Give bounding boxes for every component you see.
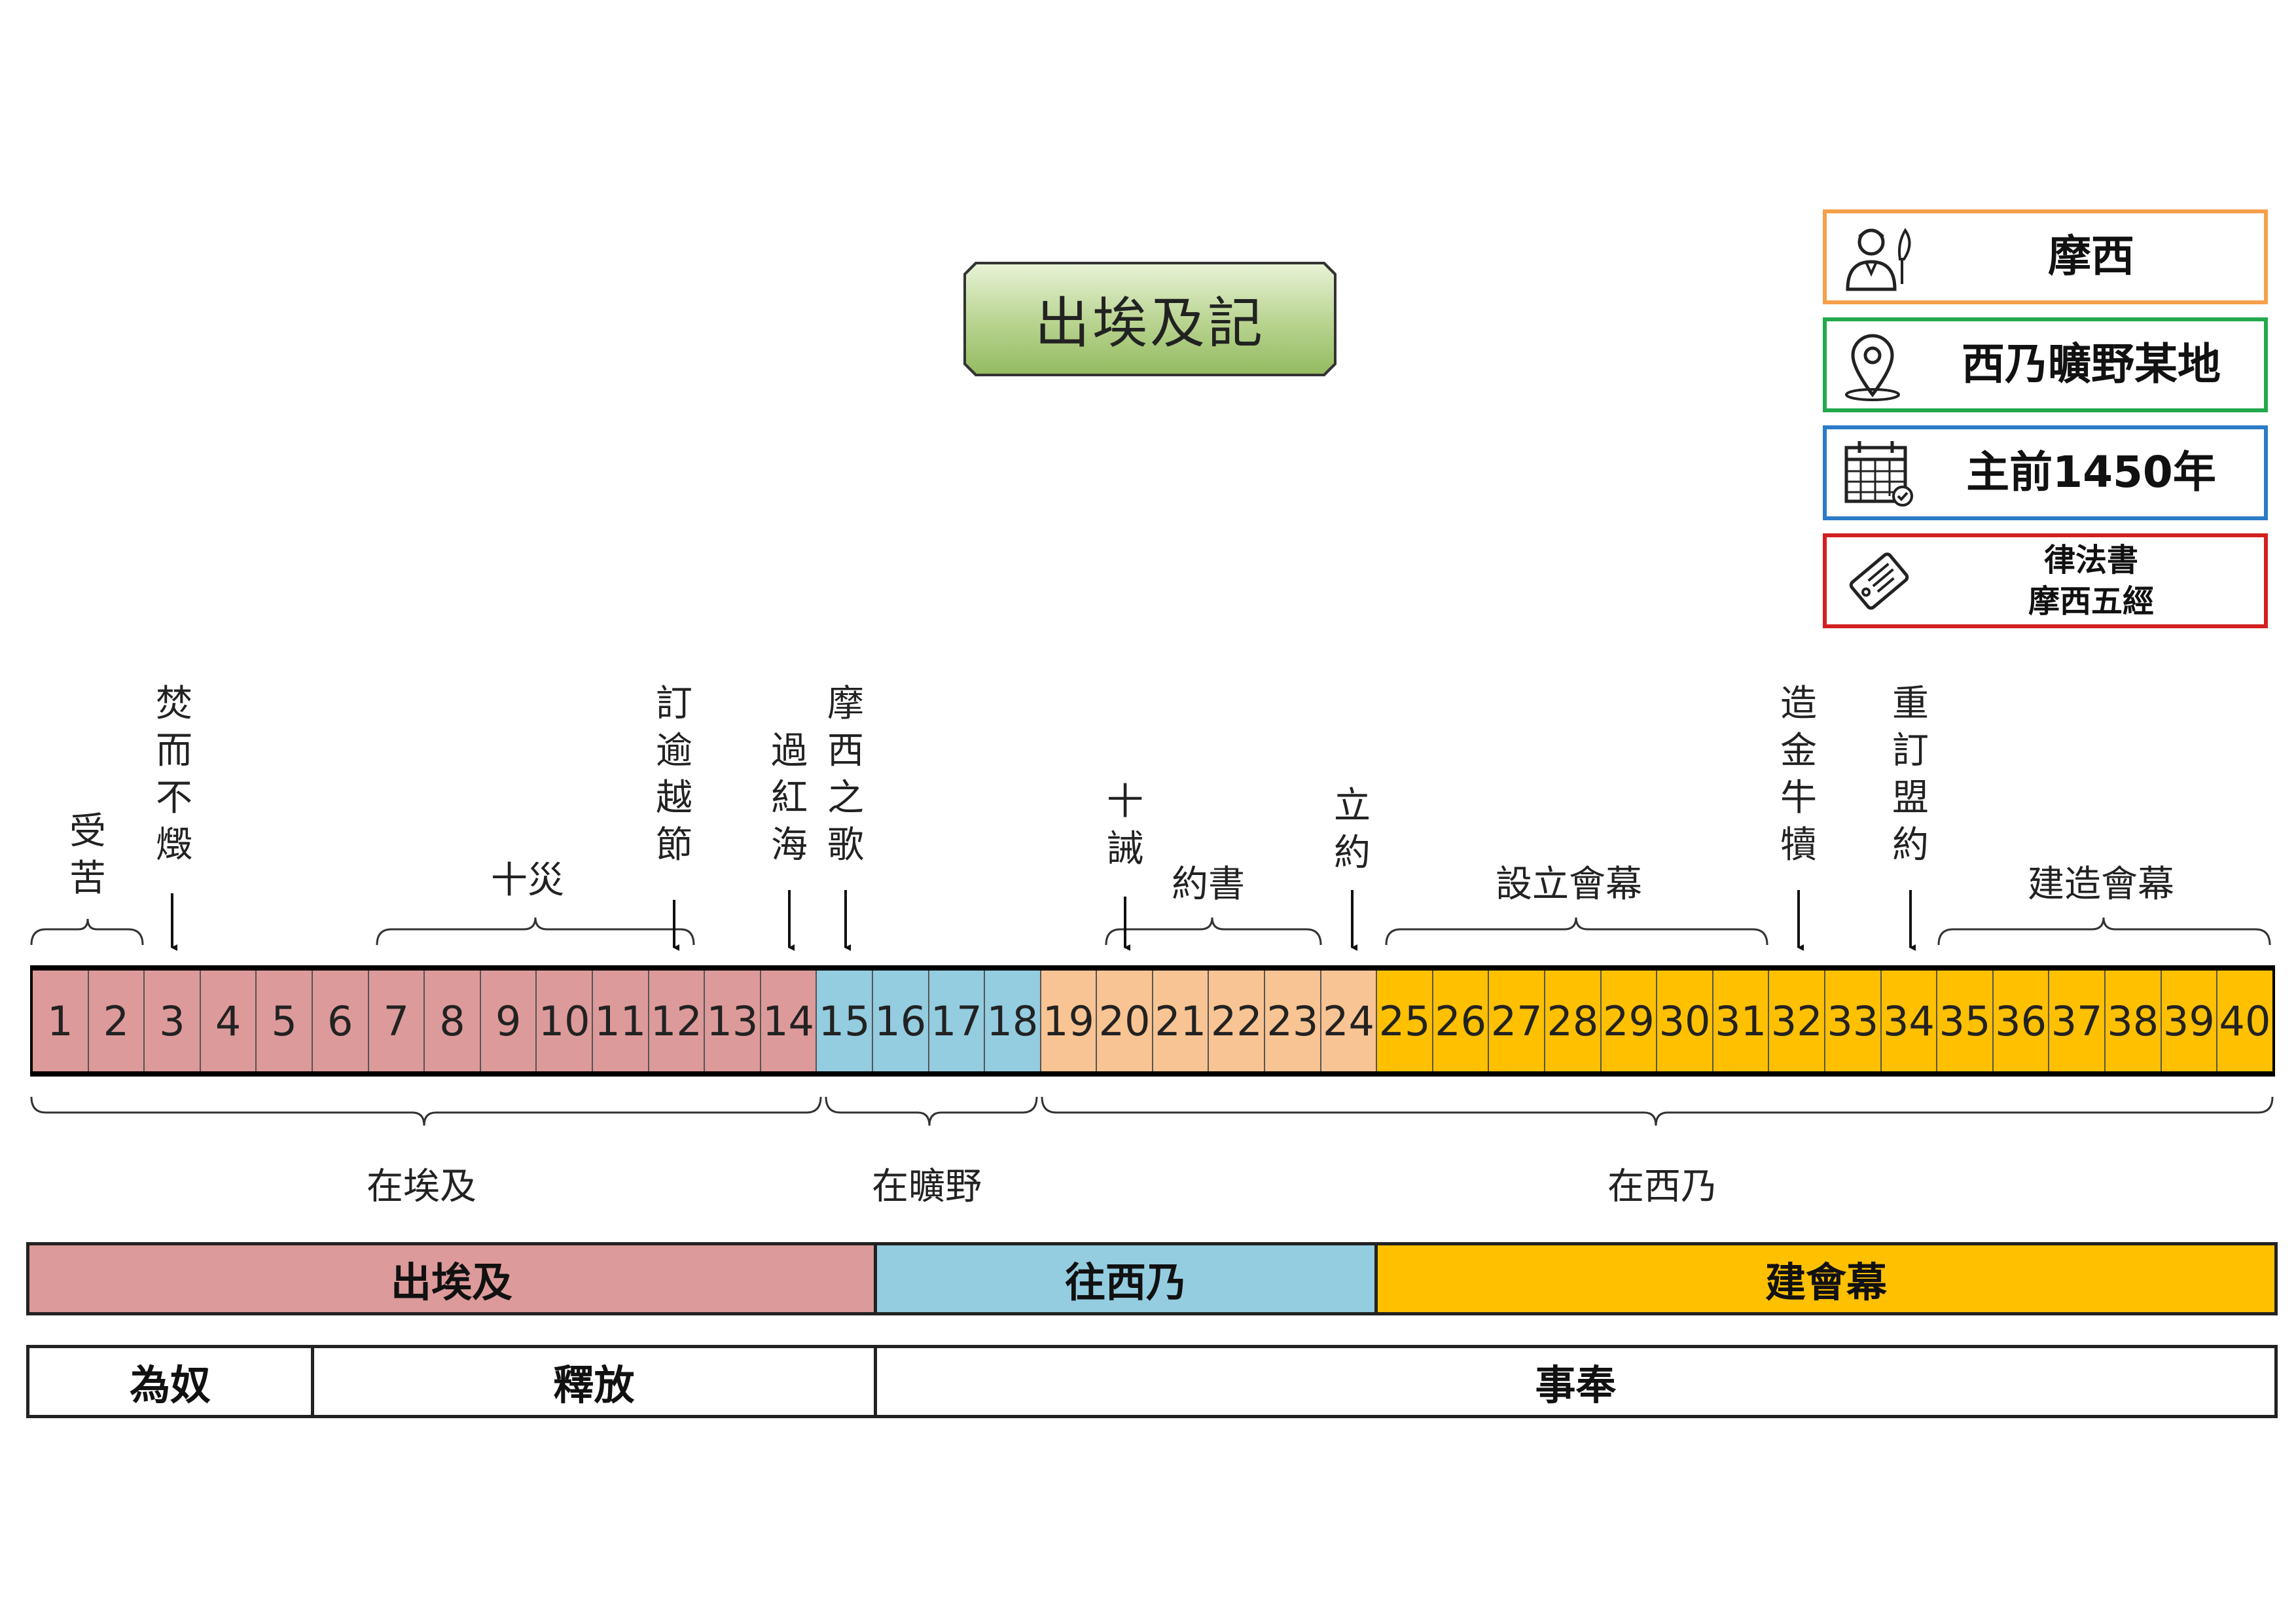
theme-service: 事奉 (874, 1345, 2278, 1418)
chapter-cell: 16 (872, 971, 929, 1071)
chapter-cell: 10 (537, 971, 593, 1071)
theme-release: 釋放 (311, 1345, 877, 1418)
author-box: 摩西 (1823, 209, 2268, 304)
chapter-cell: 35 (1937, 971, 1994, 1071)
chapter-cell: 25 (1377, 971, 1433, 1071)
chapter-cell: 5 (257, 971, 313, 1071)
chapter-cell: 36 (1993, 971, 2050, 1071)
location-text: 西乃曠野某地 (1962, 339, 2221, 390)
section-exodus: 出埃及 (26, 1242, 877, 1315)
chapter-cell: 23 (1265, 971, 1321, 1071)
location-sinai: 在西乃 (1607, 1166, 1717, 1208)
chapter-cell: 2 (88, 971, 145, 1071)
chapter-cell: 28 (1545, 971, 1602, 1071)
event-burning-bush: 焚而不燬 (156, 683, 192, 866)
chapter-cell: 21 (1153, 971, 1210, 1071)
chapter-cell: 4 (200, 971, 257, 1071)
chapter-cell: 17 (929, 971, 986, 1071)
chapter-cell: 3 (145, 971, 201, 1071)
chapter-cell: 20 (1097, 971, 1153, 1071)
event-song-of-moses: 摩西之歌 (827, 683, 864, 866)
category-box: 律法書 摩西五經 (1823, 533, 2268, 628)
brace-ten-plagues (376, 917, 695, 946)
brace-egypt (30, 1096, 822, 1126)
event-make-covenant: 立約 (1334, 785, 1371, 874)
date-text: 主前1450年 (1966, 447, 2216, 498)
category-line-1: 律法書 (2043, 542, 2138, 579)
chapter-cell: 24 (1321, 971, 1378, 1071)
event-ten-plagues: 十災 (491, 859, 564, 902)
chapter-cell: 12 (649, 971, 706, 1071)
chapter-cell: 38 (2105, 971, 2162, 1071)
location-box: 西乃曠野某地 (1823, 317, 2268, 412)
section-to-sinai: 往西乃 (874, 1242, 1378, 1315)
chapter-cell: 34 (1881, 971, 1938, 1071)
event-red-sea: 過紅海 (771, 730, 808, 866)
chapter-cell: 15 (817, 971, 873, 1071)
author-text: 摩西 (2048, 231, 2134, 282)
brace-build-tabernacle (1937, 917, 2271, 946)
event-set-tabernacle: 設立會幕 (1496, 863, 1642, 906)
event-golden-calf: 造金牛犢 (1780, 683, 1817, 866)
brace-set-tabernacle (1385, 917, 1768, 946)
chapter-cell: 29 (1601, 971, 1658, 1071)
brace-suffering (30, 918, 144, 946)
event-ten-commandments: 十誡 (1107, 781, 1143, 870)
theme-slavery: 為奴 (26, 1345, 314, 1418)
brace-covenant-book (1105, 917, 1322, 946)
category-text: 律法書 摩西五經 (1925, 537, 2257, 624)
chapter-cell: 6 (312, 971, 369, 1071)
chapter-cell: 22 (1209, 971, 1266, 1071)
chapter-cell: 32 (1769, 971, 1825, 1071)
chapter-cell: 18 (985, 971, 1041, 1071)
page-title: 出埃及記 (966, 264, 1334, 374)
chapter-cell: 37 (2049, 971, 2106, 1071)
chapter-cell: 14 (761, 971, 817, 1071)
event-passover: 訂逾越節 (656, 683, 692, 866)
event-renew-covenant: 重訂盟約 (1892, 683, 1929, 866)
chapter-cell: 31 (1713, 971, 1770, 1071)
brace-wilderness (825, 1096, 1038, 1126)
section-build-tabernacle: 建會幕 (1374, 1242, 2278, 1315)
event-suffering: 受苦 (69, 810, 106, 900)
tag-icon (1849, 552, 1909, 610)
location-pin-icon (1845, 334, 1900, 401)
chapter-cell: 8 (425, 971, 481, 1071)
chapter-cell: 9 (480, 971, 537, 1071)
author-icon (1846, 228, 1911, 291)
title-plaque: 出埃及記 (963, 262, 1336, 376)
brace-sinai (1041, 1096, 2274, 1126)
location-egypt: 在埃及 (367, 1166, 476, 1208)
event-build-tabernacle: 建造會幕 (2028, 863, 2174, 906)
event-covenant-book: 約書 (1172, 863, 1245, 906)
chapter-cell: 13 (705, 971, 761, 1071)
chapter-cell: 26 (1433, 971, 1490, 1071)
chapter-cell: 27 (1489, 971, 1546, 1071)
chapter-cell: 11 (592, 971, 649, 1071)
chapter-cell: 33 (1825, 971, 1882, 1071)
chapter-cell: 1 (33, 971, 89, 1071)
chapter-cell: 39 (2161, 971, 2218, 1071)
calendar-icon (1844, 441, 1913, 507)
location-wilderness: 在曠野 (872, 1166, 982, 1208)
chapter-cell: 30 (1657, 971, 1713, 1071)
date-box: 主前1450年 (1823, 425, 2268, 520)
category-line-2: 摩西五經 (2028, 582, 2154, 620)
chapter-cell: 7 (368, 971, 425, 1071)
chapter-cell: 40 (2217, 971, 2272, 1071)
chapter-cell: 19 (1041, 971, 1098, 1071)
